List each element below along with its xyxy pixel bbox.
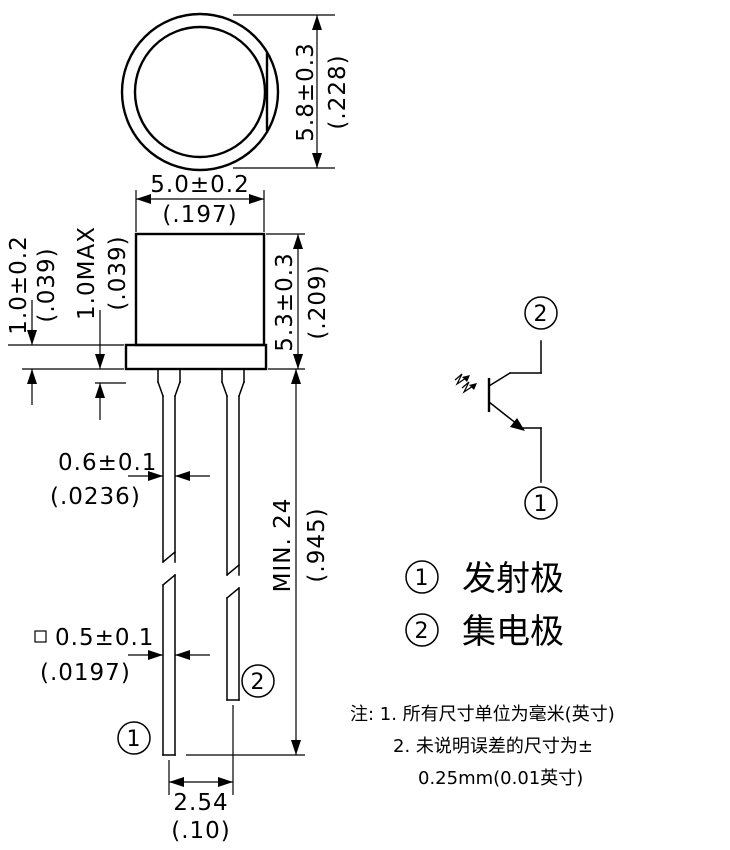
lead-flat-label: 0.6±0.1 [58,450,157,476]
body-height-label: 5.3±0.3 [272,252,298,351]
legend-1-label: 发射极 [462,559,564,599]
pin-1-marker-label: 1 [127,727,142,752]
side-view: 5.0±0.2 (.197) 5.3±0.3 (.209) 1.0±0.2 (.… [6,172,331,844]
flange-height-label: 1.0±0.2 [6,235,32,334]
lead-length-inch-label: (.945) [304,507,330,582]
flange-max-inch-label: (.039) [105,235,131,310]
pin-2-marker-circle [241,664,275,698]
lead-1 [157,368,181,756]
collector-pin-circle [524,296,558,330]
note-line-2: 2. 未说明误差的尺寸为± [393,736,593,757]
legend-2-number: 2 [415,619,430,644]
emitter-pin-circle [524,486,558,520]
pin-legend: 1 发射极 2 集电极 [405,559,564,652]
note-line-3: 0.25mm(0.01英寸) [418,768,583,789]
lens-outer-circle [120,12,280,172]
package-flange [124,343,268,371]
collector-pin-label: 2 [534,302,549,327]
top-view: 5.8±0.3 (.228) [120,12,351,172]
lead-pitch-inch-label: (.10) [171,818,231,844]
emitter-pin-label: 1 [534,492,549,517]
legend-1-number: 1 [415,566,430,591]
flange-max-label: 1.0MAX [74,226,100,320]
body-width-label: 5.0±0.2 [150,172,249,198]
body-height-inch-label: (.209) [305,264,331,339]
legend-1-circle [405,560,439,594]
lead-pitch-label: 2.54 [173,790,228,816]
pin-2-marker-label: 2 [251,670,266,695]
package-body [134,232,266,347]
notes: 注: 1. 所有尺寸单位为毫米(英寸) 2. 未说明误差的尺寸为± 0.25mm… [350,704,615,789]
lead-2 [221,368,245,701]
lead-square-inch-label: (.0197) [40,660,131,686]
note-line-1: 注: 1. 所有尺寸单位为毫米(英寸) [350,704,615,725]
legend-2-circle [405,613,439,647]
body-width-inch-label: (.197) [162,202,237,228]
lead-flat-inch-label: (.0236) [50,484,141,510]
lens-inner-circle [133,25,267,159]
square-symbol-icon [34,630,47,643]
lead-square-label: 0.5±0.1 [55,625,154,651]
pin-1-marker-circle [117,721,151,755]
legend-2-label: 集电极 [462,612,564,652]
light-arrows-icon [454,373,477,394]
lens-diameter-inch-label: (.228) [325,54,351,129]
lead-length-label: MIN. 24 [270,498,296,593]
lens-diameter-label: 5.8±0.3 [293,42,319,141]
flange-height-inch-label: (.039) [34,247,60,322]
phototransistor-symbol: 2 1 [454,296,558,520]
